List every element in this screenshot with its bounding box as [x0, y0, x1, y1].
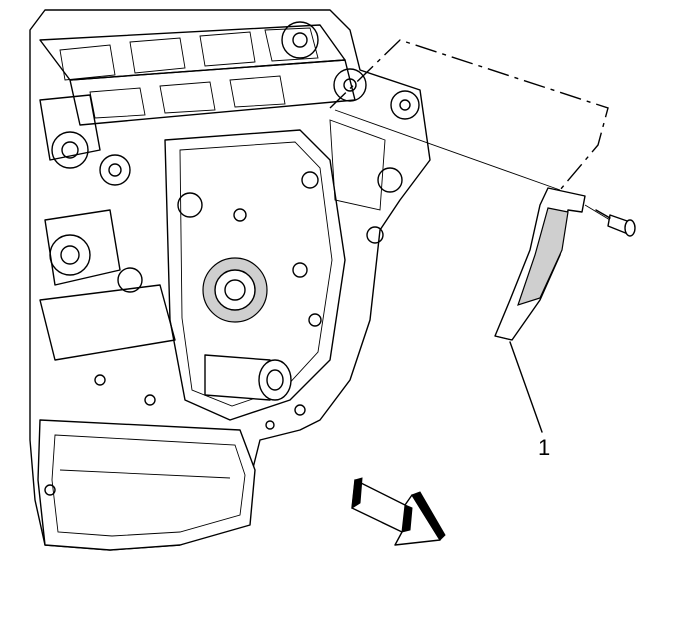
callout-leader — [509, 341, 543, 433]
engine-block — [29, 9, 431, 551]
front-direction-arrow — [351, 477, 446, 546]
timing-chain-guide — [494, 187, 586, 341]
guide-bolt — [584, 204, 636, 237]
install-path-leader — [329, 39, 609, 191]
callout-label-1: 1 — [538, 435, 551, 460]
